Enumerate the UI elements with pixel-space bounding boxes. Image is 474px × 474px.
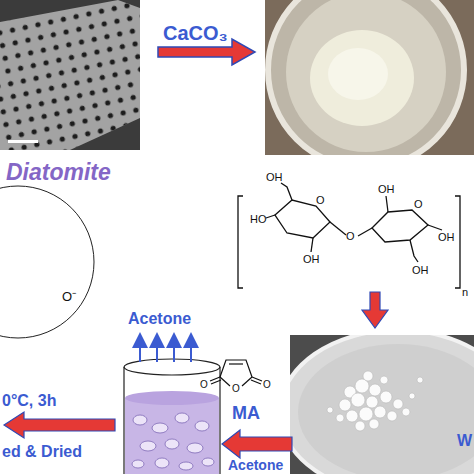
sem-image [0,0,140,150]
process-arrow [222,430,292,458]
atom-label: O [263,379,271,390]
condition-label: 0°C, 3h [2,392,56,410]
atom-label: O [232,383,240,394]
atom-label: OH [378,183,395,195]
atom-label: O [200,379,208,390]
step-label: W [457,432,472,450]
cellulose-structure [238,183,460,288]
process-arrow [4,412,115,438]
atom-label: O [346,230,355,242]
step-label: ed & Dried [2,443,82,461]
granules-photo [290,335,474,474]
atom-label: OH [303,253,320,265]
atom-label: OH [266,171,283,183]
particle-outline [0,186,94,338]
atom-label: O [414,198,423,210]
atom-label: HO [250,213,267,225]
atom-label: OH [438,231,455,243]
maleic-anhydride [210,360,262,386]
material-label: Diatomite [6,160,111,185]
beaker [124,359,220,474]
repeat-index: n [462,286,468,298]
solvent-label: Acetone [128,310,191,328]
solvent-label: Acetone [228,458,283,473]
reagent-label: MA [232,404,260,424]
dish-photo [265,0,474,155]
atom-label: O [316,194,325,206]
evaporation-arrows [140,340,191,362]
process-arrow [362,292,388,328]
reagent-label: CaCO₃ [163,22,228,44]
charge-label: O⁻ [62,290,76,304]
atom-label: OH [412,264,429,276]
